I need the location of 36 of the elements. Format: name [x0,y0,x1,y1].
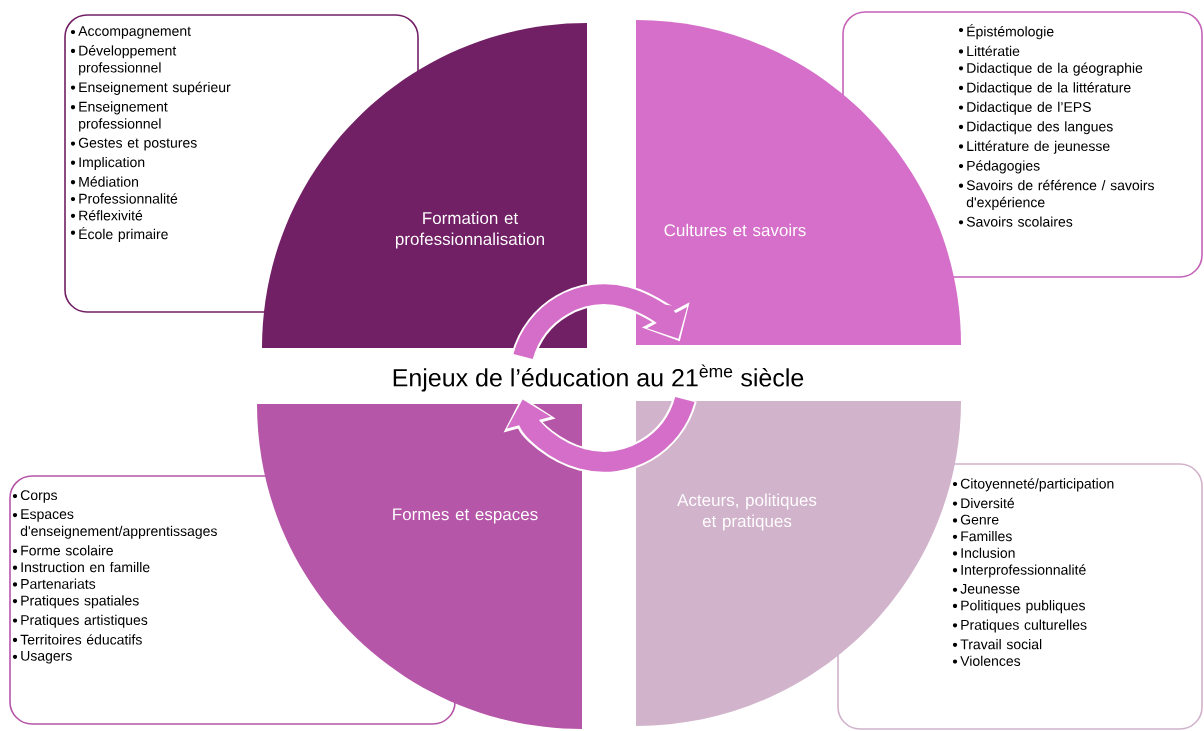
list-item: Pédagogies [958,160,1040,174]
quadrant: Formes et espaces [257,404,582,729]
quadrant: Acteurs, politiques et pratiques [636,401,961,726]
list-item: Pratiques spatiales [12,595,139,609]
list-item: École primaire [70,226,168,242]
quadrant: Formation et professionnalisation [262,23,587,348]
list-item: Réflexivité [70,210,143,221]
list-item: Médiation [70,176,138,187]
list-item: Espaces d'enseignement/apprentissages [12,509,217,539]
list-item: Territoires éducatifs [12,634,142,645]
list-item: Enseignement professionnel [70,101,168,132]
list-item: Épistémologie [958,24,1054,40]
list-item: Instruction en famille [12,561,150,573]
list-item: Pratiques artistiques [12,614,148,628]
list-item: Savoirs scolaires [958,216,1073,227]
cycle-arrow [511,282,690,362]
list-item: Gestes et postures [70,137,197,151]
list-item: Partenariats [12,578,96,589]
list-item: Didactique de l’EPS [958,101,1091,115]
list-item: Didactique de la géographie [958,62,1143,76]
list-item: Savoirs de référence / savoirs d'expérience [958,179,1154,211]
list-item: Littératie [958,45,1020,57]
list-item: Professionnalité [70,193,178,204]
list-item: Accompagnement [70,26,191,39]
list-item: Enseignement supérieur [70,81,231,95]
list-item: Didactique de la littérature [958,82,1131,96]
list-item: Forme scolaire [12,545,113,556]
list-item: Développement professionnel [70,45,177,76]
title: Enjeux de l’éducation au 21$^{ème}$ siècle [389,362,807,394]
list-item: Usagers [12,651,72,664]
list-item: Didactique des langues [958,121,1113,135]
list-item: Littérature de jeunesse [958,140,1110,154]
quadrant: Cultures et savoirs [636,20,961,345]
cycle-arrow [503,394,697,474]
list-item: Corps [12,490,58,503]
list-item: Implication [70,156,145,170]
